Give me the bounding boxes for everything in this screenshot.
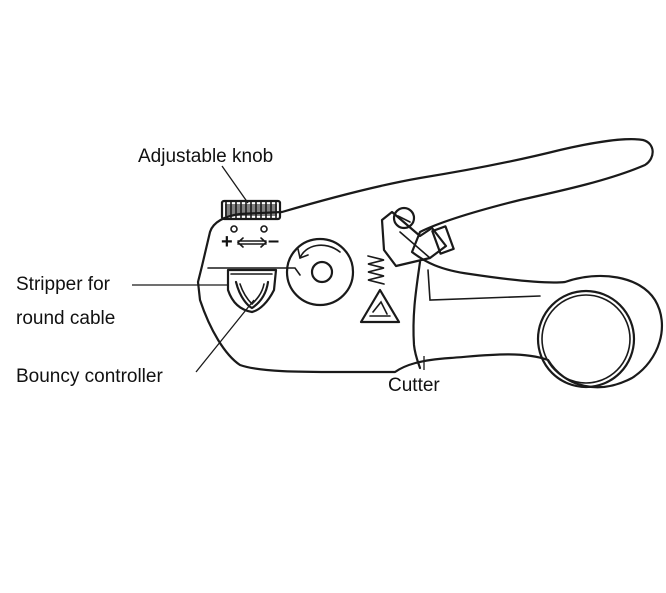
adjustable-knob — [220, 199, 282, 221]
cutter-block — [380, 206, 455, 268]
warning-triangle-icon — [359, 288, 401, 324]
label-stripper-line2: round cable — [16, 308, 116, 329]
label-stripper-line1: Stripper for — [16, 274, 110, 295]
pivot-hub — [310, 260, 334, 284]
body-inner-edge — [207, 267, 301, 276]
round-cable-stripper — [226, 268, 278, 314]
indicator-dot-left — [230, 225, 238, 233]
label-adjustable-knob: Adjustable knob — [138, 146, 274, 167]
rotation-arrow-head — [297, 248, 309, 259]
adjust-direction-arrows-icon — [237, 237, 267, 248]
cutter-edge-inner — [427, 269, 541, 301]
finger-hole-inner — [541, 294, 631, 384]
label-cutter: Cutter — [388, 375, 440, 396]
cutter-edge — [412, 260, 422, 370]
leader-bouncy-controller — [195, 299, 255, 373]
finger-hole-outer — [536, 289, 636, 389]
rotation-arrow-icon — [299, 244, 341, 259]
plus-marking: + — [221, 231, 233, 253]
tool-body-outline — [196, 138, 664, 389]
spring — [367, 255, 385, 285]
label-bouncy-controller: Bouncy controller — [16, 366, 163, 387]
pivot-disk — [285, 237, 355, 307]
leader-adjustable-knob — [221, 165, 249, 204]
minus-marking: – — [268, 230, 280, 252]
indicator-dot-right — [260, 225, 268, 233]
